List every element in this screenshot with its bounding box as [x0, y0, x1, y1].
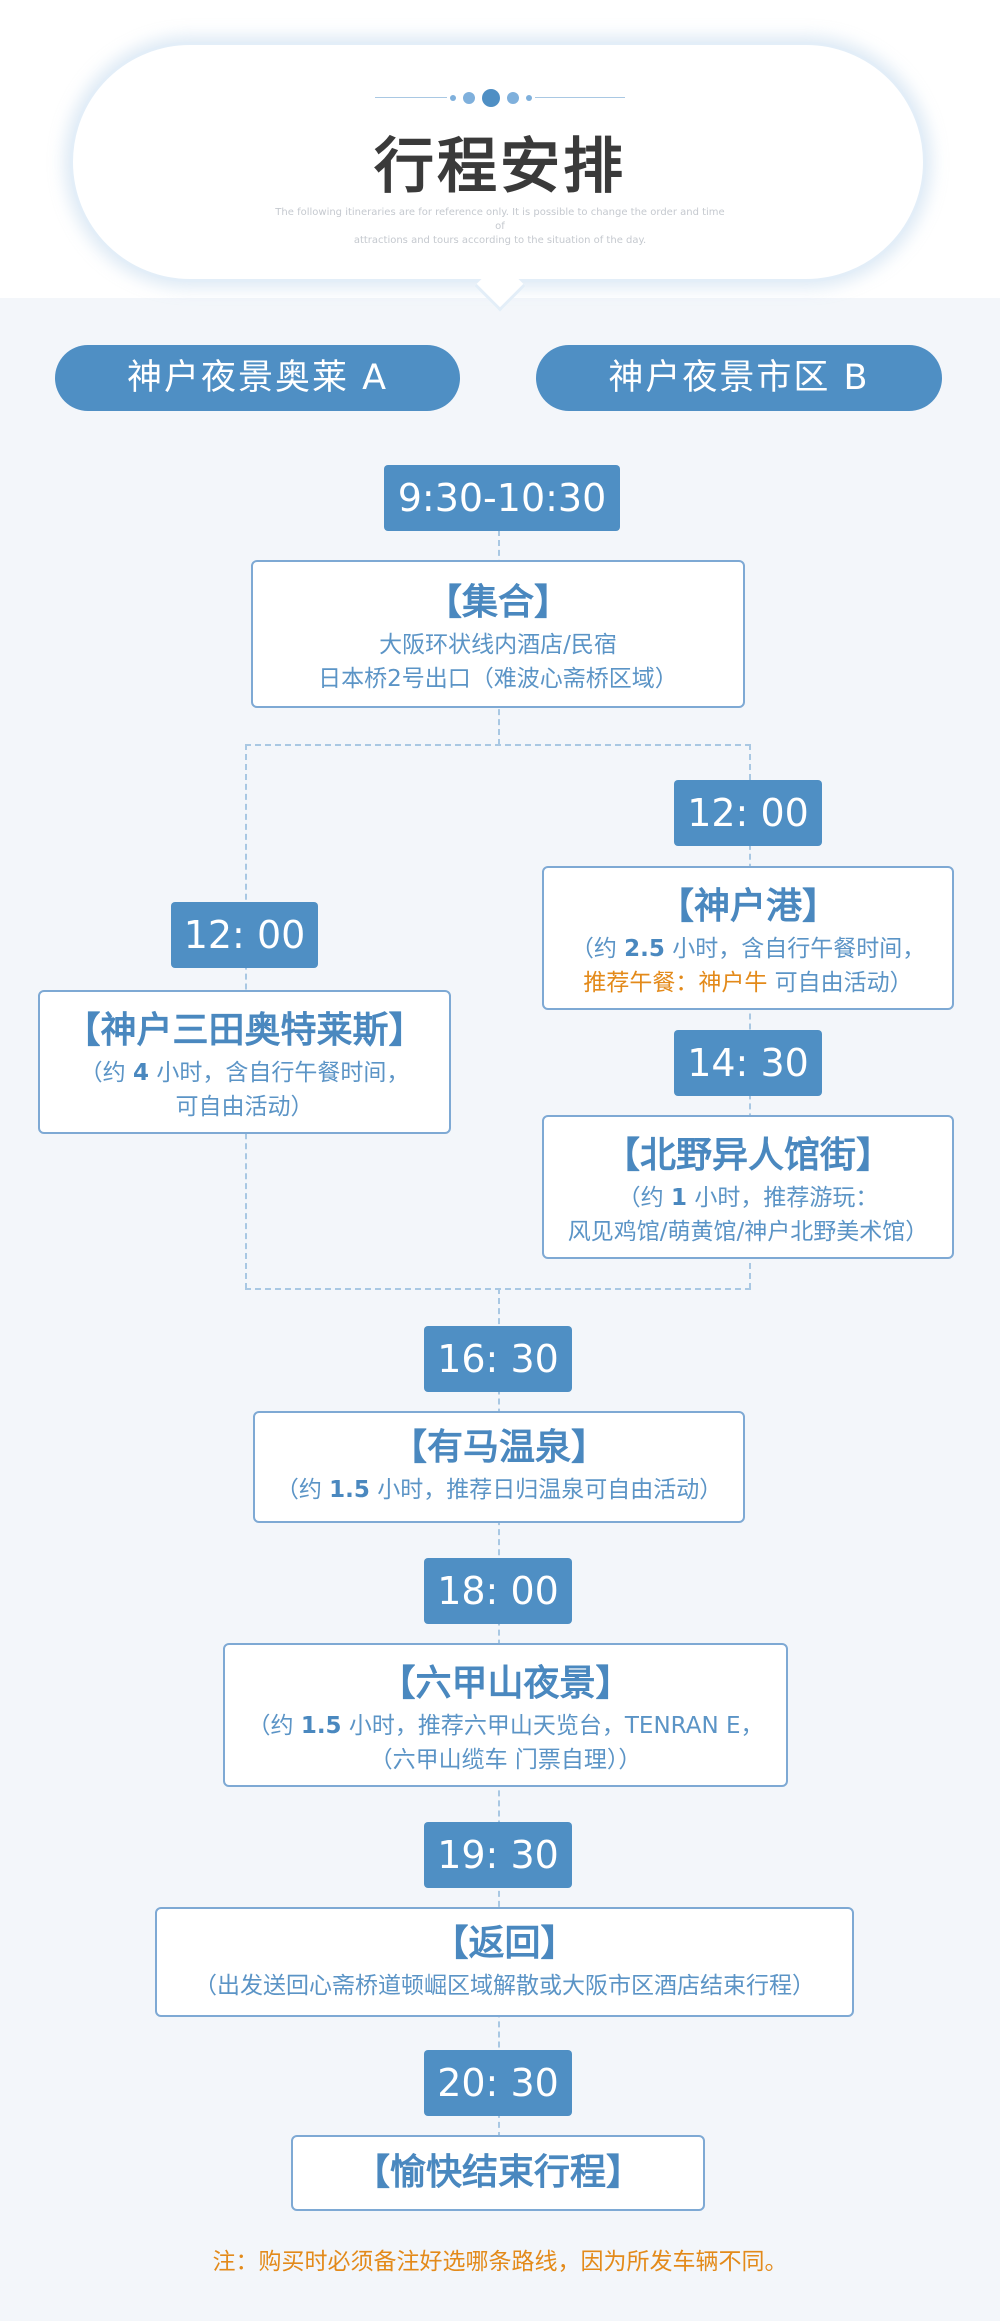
speech-bubble — [70, 42, 926, 282]
kitano-box: 【北野异人馆街】 （约 1 小时，推荐游玩： 风见鸡馆/萌黄馆/神户北野美术馆） — [542, 1115, 954, 1259]
connector-line — [245, 744, 751, 746]
kobe-port-box: 【神户港】 （约 2.5 小时，含自行午餐时间， 推荐午餐：神户牛 可自由活动） — [542, 866, 954, 1010]
return-box: 【返回】 （出发送回心斋桥道顿崛区域解散或大阪市区酒店结束行程） — [155, 1907, 854, 2017]
kitano-title: 【北野异人馆街】 — [603, 1135, 892, 1176]
outlet-box: 【神户三田奥特莱斯】 （约 4 小时，含自行午餐时间， 可自由活动） — [38, 990, 451, 1134]
arima-box: 【有马温泉】 （约 1.5 小时，推荐日归温泉可自由活动） — [253, 1411, 745, 1523]
meet-box: 【集合】 大阪环状线内酒店/民宿 日本桥2号出口（难波心斋桥区域） — [251, 560, 745, 708]
connector-line — [749, 744, 751, 1289]
kobe-port-title: 【神户港】 — [657, 886, 838, 927]
title-decoration — [375, 88, 625, 108]
time-badge: 18: 00 — [424, 1558, 572, 1624]
time-badge: 9:30-10:30 — [384, 465, 620, 531]
rokko-box: 【六甲山夜景】 （约 1.5 小时，推荐六甲山天览台，TENRAN E， （六甲… — [223, 1643, 788, 1787]
time-badge: 20: 30 — [424, 2050, 572, 2116]
time-badge: 12: 00 — [674, 780, 822, 846]
time-badge: 16: 30 — [424, 1326, 572, 1392]
outlet-title: 【神户三田奥特莱斯】 — [64, 1010, 425, 1051]
arima-title: 【有马温泉】 — [390, 1427, 607, 1468]
route-b-pill: 神户夜景市区 B — [536, 345, 942, 411]
end-title: 【愉快结束行程】 — [353, 2152, 642, 2193]
return-title: 【返回】 — [432, 1923, 577, 1964]
meet-title: 【集合】 — [425, 582, 570, 623]
time-badge: 14: 30 — [674, 1030, 822, 1096]
end-box: 【愉快结束行程】 — [291, 2135, 705, 2211]
page-subtitle: The following itineraries are for refere… — [275, 207, 725, 246]
time-badge: 12: 00 — [171, 902, 318, 968]
route-a-pill: 神户夜景奥莱 A — [55, 345, 460, 411]
time-badge: 19: 30 — [424, 1822, 572, 1888]
rokko-title: 【六甲山夜景】 — [379, 1663, 632, 1704]
footer-note: 注：购买时必须备注好选哪条路线，因为所发车辆不同。 — [212, 2249, 788, 2275]
page-title: 行程安排 — [374, 132, 626, 202]
